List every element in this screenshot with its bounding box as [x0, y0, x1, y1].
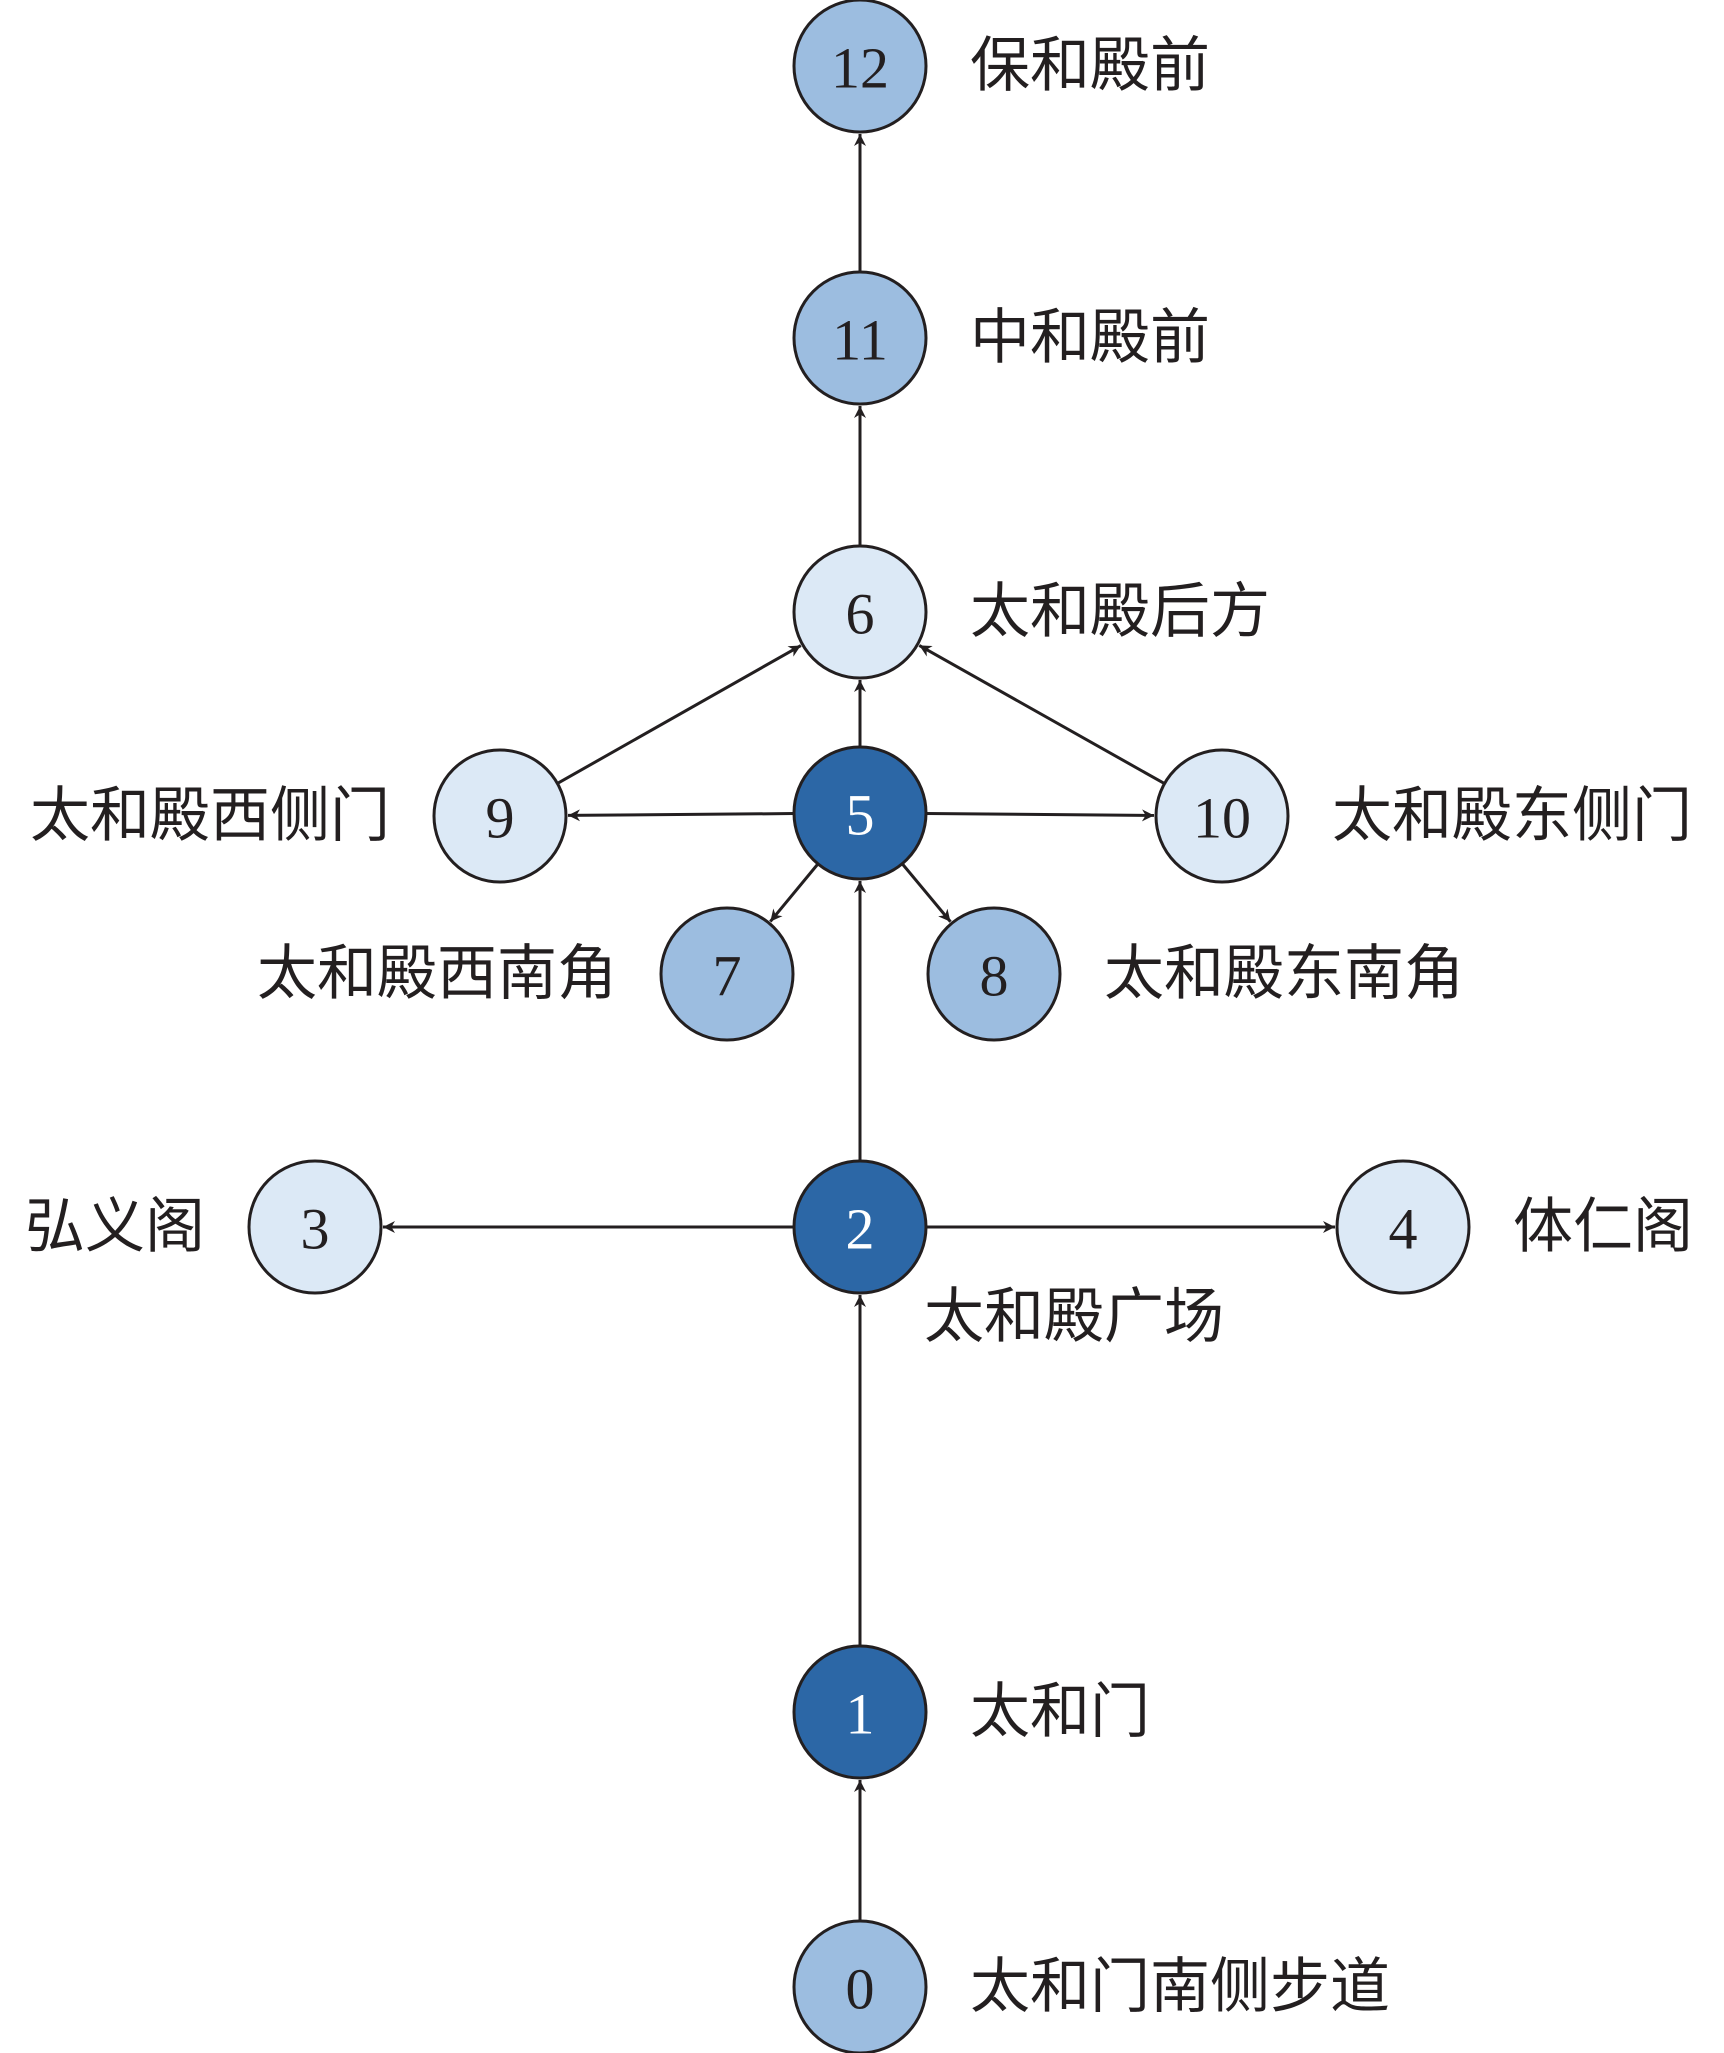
node-label: 太和殿西南角	[257, 939, 617, 1009]
edge-arrow-10-to-6	[918, 644, 1166, 785]
node-circle	[792, 1644, 928, 1780]
node-10: 10 太和殿东侧门	[1154, 748, 1692, 884]
node-number: 0	[846, 1957, 875, 2022]
node-7: 7 太和殿西南角	[257, 906, 795, 1042]
node-number: 11	[832, 308, 888, 373]
node-number: 7	[713, 944, 742, 1009]
node-4: 4 体仁阁	[1335, 1159, 1693, 1295]
node-circle	[792, 270, 928, 406]
edge-arrow-5-to-10	[925, 809, 1155, 822]
node-label: 太和殿西侧门	[30, 781, 390, 851]
node-5: 5	[792, 745, 928, 881]
node-circle	[792, 0, 928, 134]
node-label: 太和殿东南角	[1104, 939, 1464, 1009]
node-number: 6	[846, 582, 875, 647]
node-12: 12 保和殿前	[792, 0, 1210, 134]
node-number: 1	[846, 1682, 875, 1747]
node-label: 太和殿东侧门	[1332, 781, 1692, 851]
node-circle	[792, 1919, 928, 2053]
node-0: 0 太和门南侧步道	[792, 1919, 1390, 2053]
edge-arrow-9-to-6	[556, 644, 802, 785]
node-11: 11 中和殿前	[792, 270, 1210, 406]
node-label: 中和殿前	[970, 303, 1210, 373]
edge-arrow-5-to-8	[901, 862, 952, 923]
node-circle	[432, 748, 568, 884]
node-label: 太和殿后方	[970, 577, 1270, 647]
node-number: 4	[1389, 1197, 1418, 1262]
node-6: 6 太和殿后方	[792, 544, 1270, 680]
node-label: 太和门	[970, 1677, 1150, 1747]
node-2: 2 太和殿广场	[792, 1159, 1224, 1352]
edge-arrow-5-to-9	[567, 809, 795, 822]
node-circle	[792, 1159, 928, 1295]
node-label: 弘义阁	[25, 1192, 205, 1262]
node-9: 9 太和殿西侧门	[30, 748, 568, 884]
node-circle	[659, 906, 795, 1042]
node-number: 12	[831, 36, 889, 101]
node-8: 8 太和殿东南角	[926, 906, 1464, 1042]
node-number: 3	[301, 1197, 330, 1262]
node-number: 9	[486, 786, 515, 851]
node-number: 2	[846, 1197, 875, 1262]
node-label: 太和门南侧步道	[970, 1952, 1390, 2022]
node-label: 保和殿前	[970, 31, 1210, 101]
node-circle	[926, 906, 1062, 1042]
node-number: 10	[1193, 786, 1251, 851]
node-circle	[792, 544, 928, 680]
node-number: 8	[980, 944, 1009, 1009]
nodes-layer: 0 太和门南侧步道 1 太和门 2 太和殿广场 3 弘义阁 4 体仁阁 5 6 太和殿后方 7 太和殿西南角…	[25, 0, 1693, 2053]
node-3: 3 弘义阁	[25, 1159, 383, 1295]
node-circle	[1335, 1159, 1471, 1295]
edge-arrow-5-to-7	[769, 862, 820, 923]
node-circle	[247, 1159, 383, 1295]
node-circle	[792, 745, 928, 881]
edges-layer	[383, 134, 1335, 1921]
node-circle	[1154, 748, 1290, 884]
node-number: 5	[846, 783, 875, 848]
node-1: 1 太和门	[792, 1644, 1150, 1780]
node-label: 体仁阁	[1513, 1192, 1693, 1262]
node-label: 太和殿广场	[924, 1282, 1224, 1352]
